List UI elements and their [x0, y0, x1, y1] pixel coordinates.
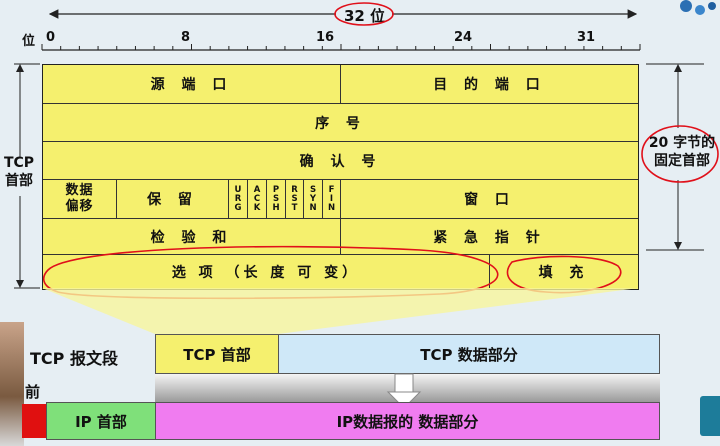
tcp-segment-header: TCP 首部	[155, 334, 279, 374]
corner-badge-icon	[700, 396, 720, 436]
ip-datagram-data: IP数据报的 数据部分	[155, 402, 660, 440]
left-photo-thumbnail	[0, 322, 24, 446]
ip-datagram-header: IP 首部	[46, 402, 156, 440]
ip-row-left-strip	[22, 404, 46, 438]
tcp-segment-data: TCP 数据部分	[278, 334, 660, 374]
header-expansion-shape	[0, 288, 720, 336]
tcp-segment-label: TCP 报文段	[30, 345, 118, 369]
datagram-side-text: 前	[25, 381, 40, 402]
